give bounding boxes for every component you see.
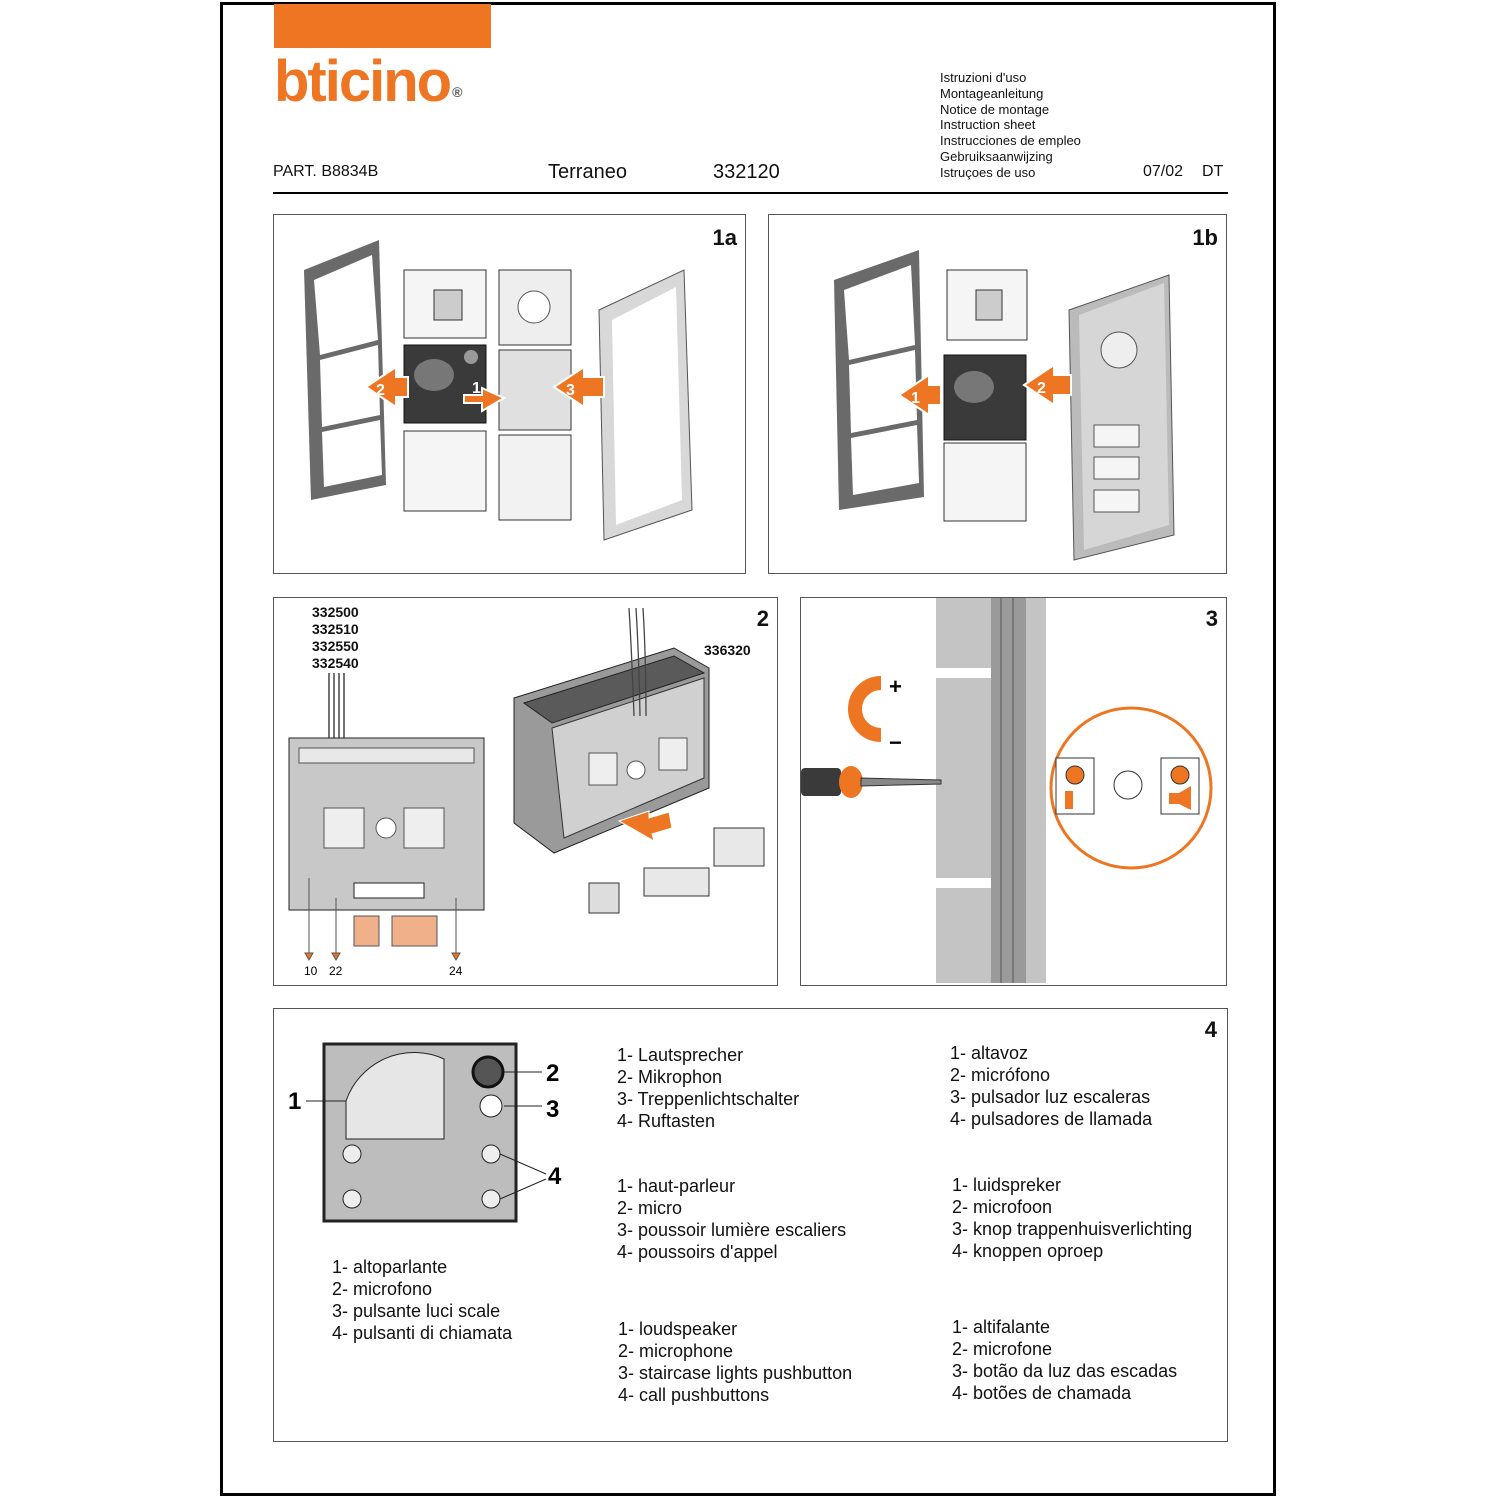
sheet-border: [220, 2, 1276, 1496]
orange-arrow-2: 2: [1022, 363, 1072, 407]
compatible-codes: 332500 332510 332550 332540: [312, 604, 359, 672]
light-button-icon: [479, 1094, 503, 1118]
product-code: 332120: [713, 161, 780, 183]
terminal-blocks: [353, 915, 438, 947]
orange-arrow-3: 3: [552, 365, 605, 409]
orange-arrow-2: 2: [364, 365, 409, 409]
language-item: Istruçoes de uso: [940, 164, 1036, 180]
language-item: Gebruiksaanwijzing: [940, 148, 1053, 164]
product-name: Terraneo: [548, 161, 627, 183]
panel-1a: 1a 1: [273, 214, 746, 574]
orange-arrow-1: 1: [897, 373, 942, 417]
panel-edge: [936, 598, 1046, 983]
code-label: 332540: [312, 655, 359, 671]
part-number: PART. B8834B: [273, 163, 379, 180]
panel-label: 1b: [1192, 225, 1218, 250]
audio-module-front-diagram: 1 2 3 4: [288, 1042, 562, 1223]
revision-tag: DT: [1202, 163, 1224, 180]
panel-1b: 1b 1 2: [768, 214, 1227, 574]
cover-plate: [1068, 274, 1175, 561]
orange-arrow-extract: [617, 810, 673, 843]
module-iso-view: [513, 647, 710, 854]
callout-label: 4: [548, 1163, 562, 1190]
camera-module: [403, 269, 487, 339]
language-item: Montageanleitung: [940, 85, 1044, 101]
speaker-grille: [345, 1052, 445, 1140]
button-module: [403, 430, 487, 512]
orange-arrow-1: 1: [463, 380, 507, 413]
adjust-knob-icon: [848, 676, 882, 742]
panel-2: 2 332500 332510 332550 332540 336320 1: [273, 597, 778, 986]
module-code: 336320: [704, 642, 751, 658]
audio-module: [403, 344, 487, 424]
plus-symbol: +: [889, 674, 902, 699]
panel-label: 2: [756, 606, 769, 631]
front-covers: [498, 269, 572, 521]
frame-3-module: [304, 240, 386, 500]
panel-label: 4: [1204, 1017, 1217, 1042]
revision-date: 07/02: [1143, 163, 1184, 180]
audio-module-back: [288, 737, 485, 911]
panel-label: 1a: [712, 225, 737, 250]
frame-3-module: [834, 250, 924, 510]
svg-text:1: 1: [911, 390, 920, 407]
brand-logo: bticino®: [274, 49, 463, 114]
code-label: 332510: [312, 621, 359, 637]
terminal-label: 24: [449, 964, 463, 978]
svg-text:2: 2: [376, 382, 385, 399]
callout-label: 1: [288, 1088, 301, 1115]
language-item: Istruzioni d'uso: [940, 70, 1027, 85]
volume-adjust-diagram: + −: [801, 598, 1213, 983]
terminal-arrows: [304, 878, 461, 962]
wiring-diagram: 10 22 24: [288, 607, 765, 978]
exploded-assembly-diagram: 1 2: [834, 250, 1175, 561]
minus-symbol: −: [889, 730, 902, 755]
code-label: 332500: [312, 604, 359, 620]
language-item: Instruction sheet: [940, 117, 1036, 133]
svg-text:2: 2: [1037, 380, 1046, 397]
screwdriver-icon: [801, 766, 942, 798]
callout-label: 3: [546, 1096, 559, 1123]
exploded-assembly-diagram: 1 2 3: [304, 240, 693, 541]
header-rule: [273, 192, 1228, 194]
zoom-callout: [1049, 706, 1213, 870]
ribbon-cable: [328, 673, 345, 748]
language-list: Istruzioni d'uso Montageanleitung Notice…: [940, 70, 1081, 181]
cover-plate: [598, 269, 693, 541]
loose-connectors: [588, 827, 765, 914]
panel-label: 3: [1205, 606, 1218, 631]
terminal-label: 22: [329, 964, 343, 978]
brand-color-bar: [274, 4, 491, 48]
connector-cable: [628, 607, 647, 717]
svg-text:1: 1: [472, 380, 481, 397]
panel-3: 3 + −: [800, 597, 1227, 986]
code-label: 332550: [312, 638, 359, 654]
language-item: Instrucciones de empleo: [940, 133, 1081, 149]
callout-label: 2: [546, 1060, 559, 1087]
svg-text:3: 3: [566, 382, 575, 399]
microphone-icon: [471, 1055, 505, 1089]
terminal-label: 10: [304, 964, 318, 978]
language-item: Notice de montage: [940, 101, 1050, 117]
